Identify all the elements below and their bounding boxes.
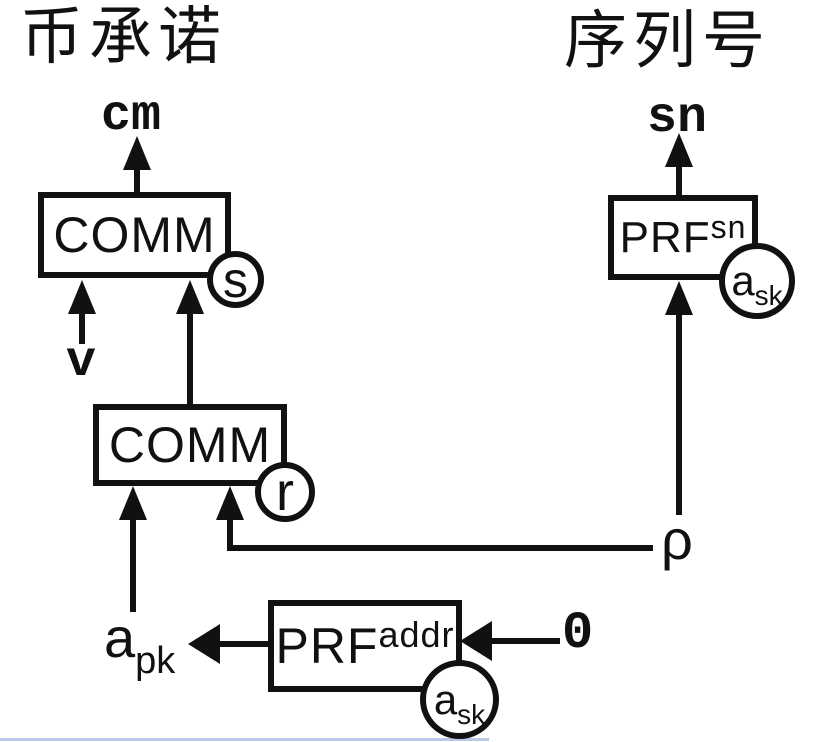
- arrow-shaft: [187, 306, 193, 406]
- arrow-comm-inner-to-outer: [176, 280, 204, 406]
- key-ask-sn-badge: ask: [719, 243, 795, 319]
- prf-sn-base: PRF: [619, 212, 711, 262]
- prf-addr-base: PRF: [275, 618, 379, 674]
- key-ask-addr-badge: ask: [420, 660, 499, 739]
- arrow-sn-output: [665, 133, 693, 196]
- label-v: v: [66, 334, 97, 391]
- arrow-shaft: [79, 306, 85, 344]
- title-serial-number: 序列号: [564, 6, 771, 76]
- arrow-cm-output: [123, 136, 151, 194]
- arrow-v-input: [68, 280, 96, 344]
- comm-outer-box: COMM: [38, 192, 231, 278]
- comm-outer-label: COMM: [53, 207, 216, 263]
- arrow-shaft: [676, 159, 682, 196]
- arrow-rho-elbow-vertical: [216, 486, 244, 551]
- arrow-shaft: [134, 162, 140, 194]
- title-coin-commitment: 币承诺: [20, 2, 227, 72]
- randomness-s-label: s: [223, 251, 248, 308]
- randomness-s-badge: s: [207, 251, 264, 308]
- a-pk-subscript: pk: [135, 640, 176, 682]
- prf-addr-superscript: addr: [378, 614, 455, 655]
- ask-base: a: [731, 257, 755, 304]
- arrow-apk-input: [119, 486, 147, 612]
- label-a-pk: apk: [104, 610, 175, 681]
- comm-inner-label: COMM: [108, 417, 272, 473]
- ask-subscript: sk: [457, 698, 486, 730]
- label-rho: ρ: [661, 508, 693, 571]
- ask-subscript: sk: [754, 280, 783, 311]
- arrow-prfaddr-to-apk: [188, 624, 270, 664]
- prf-sn-label: PRFsn: [619, 211, 747, 262]
- key-ask-addr-label: ask: [433, 675, 485, 728]
- arrow-shaft: [130, 512, 136, 612]
- arrow-shaft: [676, 307, 682, 515]
- arrow-zero-to-prfaddr: [460, 621, 560, 661]
- arrow-shaft: [484, 638, 560, 644]
- randomness-r-label: r: [276, 462, 294, 522]
- rho-elbow-horizontal-line: [227, 545, 653, 551]
- randomness-r-badge: r: [255, 462, 315, 522]
- bottom-edge-artifact: [0, 738, 489, 741]
- arrow-shaft: [227, 512, 233, 551]
- ask-base: a: [433, 675, 458, 723]
- arrow-rho-to-prf-sn: [665, 281, 693, 515]
- a-pk-base: a: [104, 606, 136, 669]
- prf-sn-superscript: sn: [710, 208, 747, 245]
- arrow-shaft: [212, 641, 270, 647]
- comm-inner-box: COMM: [93, 404, 287, 486]
- key-ask-sn-label: ask: [731, 257, 782, 310]
- label-zero: 0: [562, 604, 594, 663]
- prf-addr-label: PRFaddr: [275, 617, 454, 674]
- label-cm: cm: [101, 88, 162, 145]
